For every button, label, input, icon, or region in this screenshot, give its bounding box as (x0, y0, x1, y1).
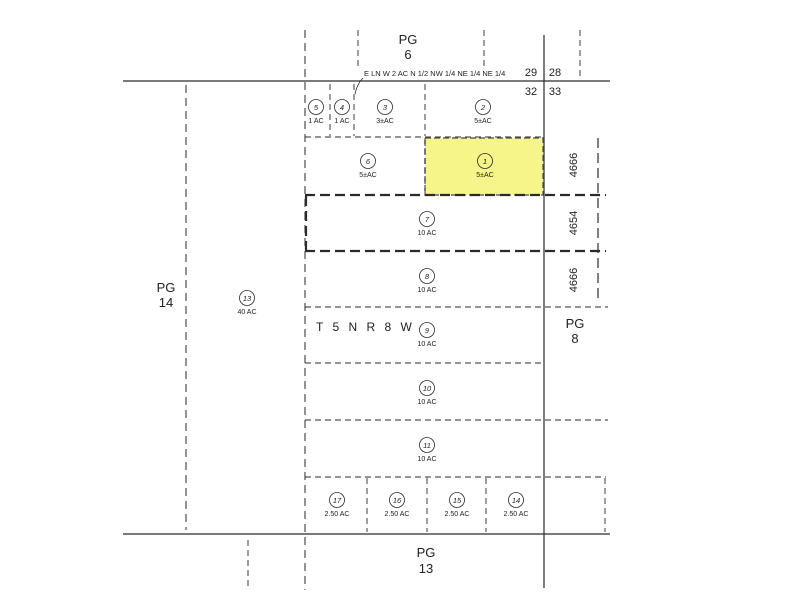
pg13-number[interactable]: 13 (419, 561, 433, 576)
section-29: 29 (525, 67, 537, 79)
parcel-17[interactable]: 17 2.50 AC (325, 492, 350, 519)
parcel-number-bubble (389, 492, 405, 508)
pg13-label[interactable]: PG (417, 545, 436, 560)
pg14-number[interactable]: 14 (159, 295, 173, 310)
parcel-9[interactable]: 9 10 AC (417, 322, 437, 349)
parcel-acreage: 5±AC (359, 172, 376, 179)
parcel-acreage: 10 AC (417, 399, 436, 406)
parcel-number: 11 (423, 441, 431, 450)
parcel-number: 10 (423, 384, 432, 393)
parcel-acreage: 2.50 AC (385, 511, 410, 518)
road-number-south: 4666 (568, 268, 580, 292)
section-32: 32 (525, 86, 537, 98)
section-33: 33 (549, 86, 561, 98)
parcel-number-bubble (419, 380, 435, 396)
parcel-number: 14 (512, 496, 520, 505)
parcel-acreage: 10 AC (417, 287, 436, 294)
pg6-label[interactable]: PG (399, 32, 418, 47)
parcel-number-bubble (329, 492, 345, 508)
parcel-number: 2 (480, 103, 486, 112)
parcel-1[interactable]: 1 5±AC (476, 153, 494, 180)
parcel-number-bubble (360, 153, 376, 169)
parcel-acreage: 40 AC (237, 309, 256, 316)
parcel-acreage: 10 AC (417, 230, 436, 237)
parcel-8[interactable]: 8 10 AC (417, 268, 437, 295)
parcel-4[interactable]: 4 1 AC (334, 99, 350, 126)
parcel-acreage: 2.50 AC (325, 511, 350, 518)
parcel-15[interactable]: 15 2.50 AC (445, 492, 470, 519)
parcel-number-bubble (334, 99, 350, 115)
pg8-label[interactable]: PG (566, 316, 585, 331)
parcel-number-bubble (475, 99, 491, 115)
parcel-number-bubble (308, 99, 324, 115)
pg14-label[interactable]: PG (157, 280, 176, 295)
parcel-number: 1 (483, 157, 487, 166)
parcel-number: 17 (333, 496, 342, 505)
parcel-6[interactable]: 6 5±AC (359, 153, 377, 180)
parcel-number: 9 (425, 326, 430, 335)
parcel-number-bubble (449, 492, 465, 508)
parcel-number: 7 (425, 215, 430, 224)
parcel-2[interactable]: 2 5±AC (474, 99, 492, 126)
parcel-number-bubble (377, 99, 393, 115)
parcel-number-bubble (419, 322, 435, 338)
parcel-number: 6 (366, 157, 371, 166)
parcel-acreage: 2.50 AC (504, 511, 529, 518)
parcel-acreage: 3±AC (376, 118, 393, 125)
parcel-7[interactable]: 7 10 AC (417, 211, 437, 238)
pg8-number[interactable]: 8 (571, 331, 578, 346)
parcel-number: 16 (393, 496, 402, 505)
parcel-acreage: 2.50 AC (445, 511, 470, 518)
parcel-number: 4 (340, 103, 344, 112)
parcel-11[interactable]: 11 10 AC (417, 437, 437, 464)
road-number-north: 4666 (568, 153, 580, 177)
parcel-number-bubble (419, 211, 435, 227)
township-range-label: T 5 N R 8 W (316, 320, 415, 334)
section-28: 28 (549, 67, 561, 79)
parcel-number-bubble (508, 492, 524, 508)
pg6-number[interactable]: 6 (404, 47, 411, 62)
parcel-10[interactable]: 10 10 AC (417, 380, 437, 407)
parcel-number: 15 (453, 496, 462, 505)
parcel-14[interactable]: 14 2.50 AC (504, 492, 529, 519)
parcel-acreage: 10 AC (417, 341, 436, 348)
parcel-acreage: 10 AC (417, 456, 436, 463)
parcel-number-bubble (477, 153, 493, 169)
parcel-5[interactable]: 5 1 AC (308, 99, 324, 126)
parcel-3[interactable]: 3 3±AC (376, 99, 394, 126)
parcel-number: 8 (425, 272, 430, 281)
road-number-middle: 4654 (568, 211, 580, 235)
parcel-acreage: 5±AC (476, 172, 493, 179)
parcel-13[interactable]: 13 40 AC (237, 290, 257, 317)
parcel-acreage: 5±AC (474, 118, 491, 125)
parcel-number: 3 (383, 103, 388, 112)
parcel-number: 13 (243, 294, 252, 303)
legal-description: E LN W 2 AC N 1/2 NW 1/4 NE 1/4 NE 1/4 (364, 69, 505, 78)
parcel-16[interactable]: 16 2.50 AC (385, 492, 410, 519)
description-leader-line (354, 77, 364, 95)
parcel-number: 5 (314, 103, 319, 112)
parcel-acreage: 1 AC (308, 118, 323, 125)
parcel-number-bubble (419, 268, 435, 284)
parcel-acreage: 1 AC (334, 118, 349, 125)
parcel-number-bubble (239, 290, 255, 306)
parcel-number-bubble (419, 437, 435, 453)
